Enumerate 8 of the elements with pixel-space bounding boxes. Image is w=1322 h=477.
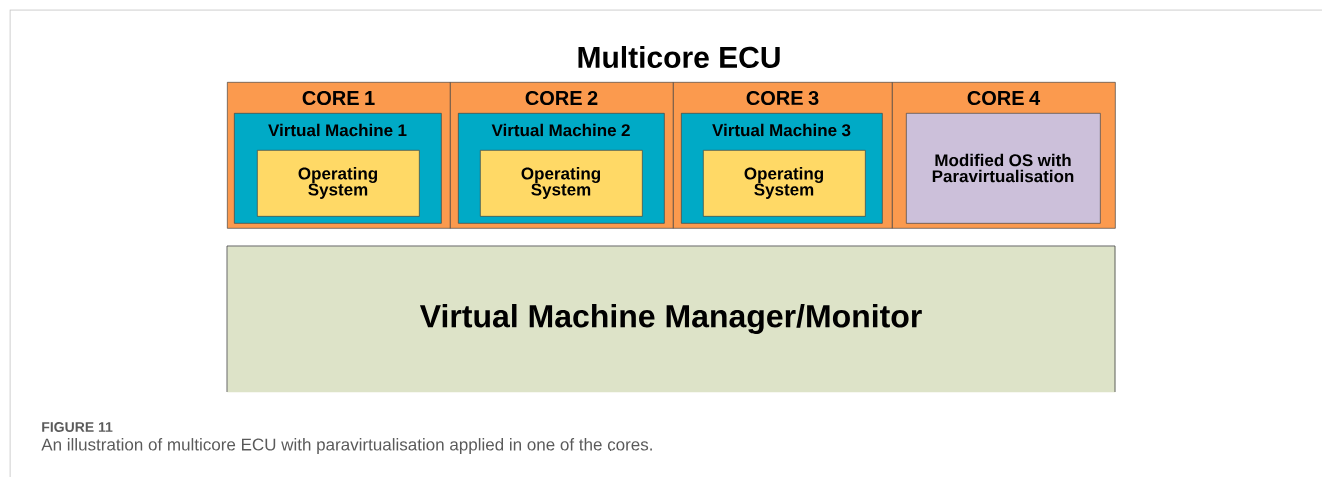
figure-number: FIGURE 11 [42, 422, 113, 432]
hypervisor-box: Virtual Machine Manager/Monitor [226, 245, 1116, 393]
diagram-title: Multicore ECU [578, 45, 780, 68]
os-box: Operating System [703, 150, 866, 217]
os-box: Operating System [480, 150, 643, 217]
os-box: Operating System [257, 150, 420, 217]
figure-caption: An illustration of multicore ECU with paravirtualisation applied in one of the cores. [41, 438, 652, 454]
os-box: Modified OS with Paravirtualisation [906, 113, 1101, 224]
